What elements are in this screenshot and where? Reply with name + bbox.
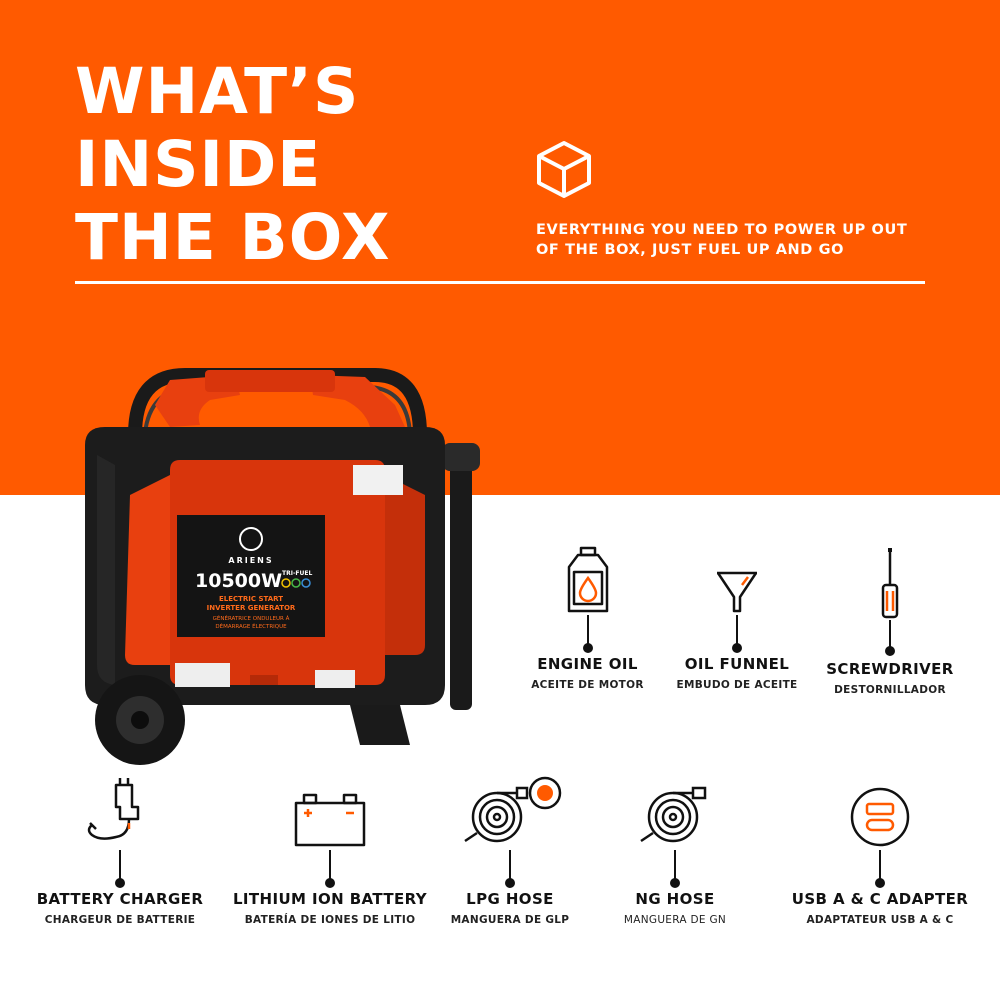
item-oil-funnel: OIL FUNNEL EMBUDO DE ACEITE	[667, 545, 807, 691]
item-name: LPG HOSE	[466, 890, 554, 908]
screwdriver-icon	[881, 548, 899, 619]
tagline-line-1: EVERYTHING YOU NEED TO POWER UP OUT	[536, 222, 908, 238]
item-sub: CHARGEUR DE BATTERIE	[44, 914, 196, 926]
lpg-hose-icon	[464, 776, 562, 843]
charger-icon	[87, 778, 140, 840]
headline-line-2: INSIDE	[75, 128, 322, 201]
generator-line-4: DÉMARRAGE ÉLECTRIQUE	[215, 622, 287, 630]
item-screwdriver: SCREWDRIVER DESTORNILLADOR	[820, 545, 960, 696]
generator-line-2: INVERTER GENERATOR	[207, 604, 296, 612]
generator-line-3: GÉNÉRATRICE ONDULEUR À	[213, 614, 290, 622]
funnel-icon	[716, 571, 758, 613]
item-usb-adapter: USB A & C ADAPTER ADAPTATEUR USB A & C	[780, 775, 980, 926]
item-name: NG HOSE	[635, 890, 715, 908]
headline-line-3: THE BOX	[75, 201, 391, 274]
item-engine-oil: ENGINE OIL ACEITE DE MOTOR	[520, 545, 655, 691]
generator-wattage: 10500W	[195, 570, 282, 592]
pin-marker-icon	[325, 850, 335, 888]
item-sub: MANGUERA DE GN	[623, 914, 727, 926]
generator-product-image: ARIENS 10500W TRI-FUEL ELECTRIC START IN…	[85, 368, 480, 765]
box-icon	[537, 141, 591, 198]
headline: WHAT’S INSIDE THE BOX	[75, 55, 391, 274]
item-sub: EMBUDO DE ACEITE	[676, 679, 798, 691]
headline-line-1: WHAT’S	[75, 55, 360, 128]
battery-icon	[294, 793, 366, 847]
item-battery-charger: BATTERY CHARGER CHARGEUR DE BATTERIE	[30, 775, 210, 926]
pin-marker-icon	[670, 850, 680, 888]
item-sub: ADAPTATEUR USB A & C	[806, 914, 954, 926]
pin-marker-icon	[875, 850, 885, 888]
item-ng-hose: NG HOSE MANGUERA DE GN	[605, 775, 745, 926]
item-sub: MANGUERA DE GLP	[450, 914, 570, 926]
pin-marker-icon	[115, 850, 125, 888]
item-sub: ACEITE DE MOTOR	[531, 679, 644, 691]
item-name: OIL FUNNEL	[684, 655, 790, 673]
generator-line-1: ELECTRIC START	[219, 595, 283, 603]
pin-marker-icon	[885, 620, 895, 656]
generator-badge: TRI-FUEL	[282, 570, 313, 577]
usb-adapter-icon	[850, 787, 910, 847]
item-name: USB A & C ADAPTER	[791, 890, 969, 908]
generator-brand: ARIENS	[228, 556, 273, 565]
item-name: ENGINE OIL	[537, 655, 638, 673]
tagline: EVERYTHING YOU NEED TO POWER UP OUT OF T…	[536, 220, 907, 260]
item-sub: BATERÍA DE IONES DE LITIO	[244, 914, 416, 926]
item-lithium-ion-battery: LITHIUM ION BATTERY BATERÍA DE IONES DE …	[225, 775, 435, 926]
pin-marker-icon	[582, 615, 593, 653]
item-name: BATTERY CHARGER	[36, 890, 204, 908]
item-sub: DESTORNILLADOR	[834, 684, 946, 696]
item-name: SCREWDRIVER	[826, 660, 954, 678]
oil-bottle-icon	[567, 546, 608, 613]
pin-marker-icon	[505, 850, 515, 888]
tagline-line-2: OF THE BOX, JUST FUEL UP AND GO	[536, 242, 844, 258]
ng-hose-icon	[640, 786, 707, 843]
pin-marker-icon	[732, 615, 742, 653]
header-divider	[75, 281, 925, 284]
item-lpg-hose: LPG HOSE MANGUERA DE GLP	[440, 775, 580, 926]
item-name: LITHIUM ION BATTERY	[232, 890, 428, 908]
